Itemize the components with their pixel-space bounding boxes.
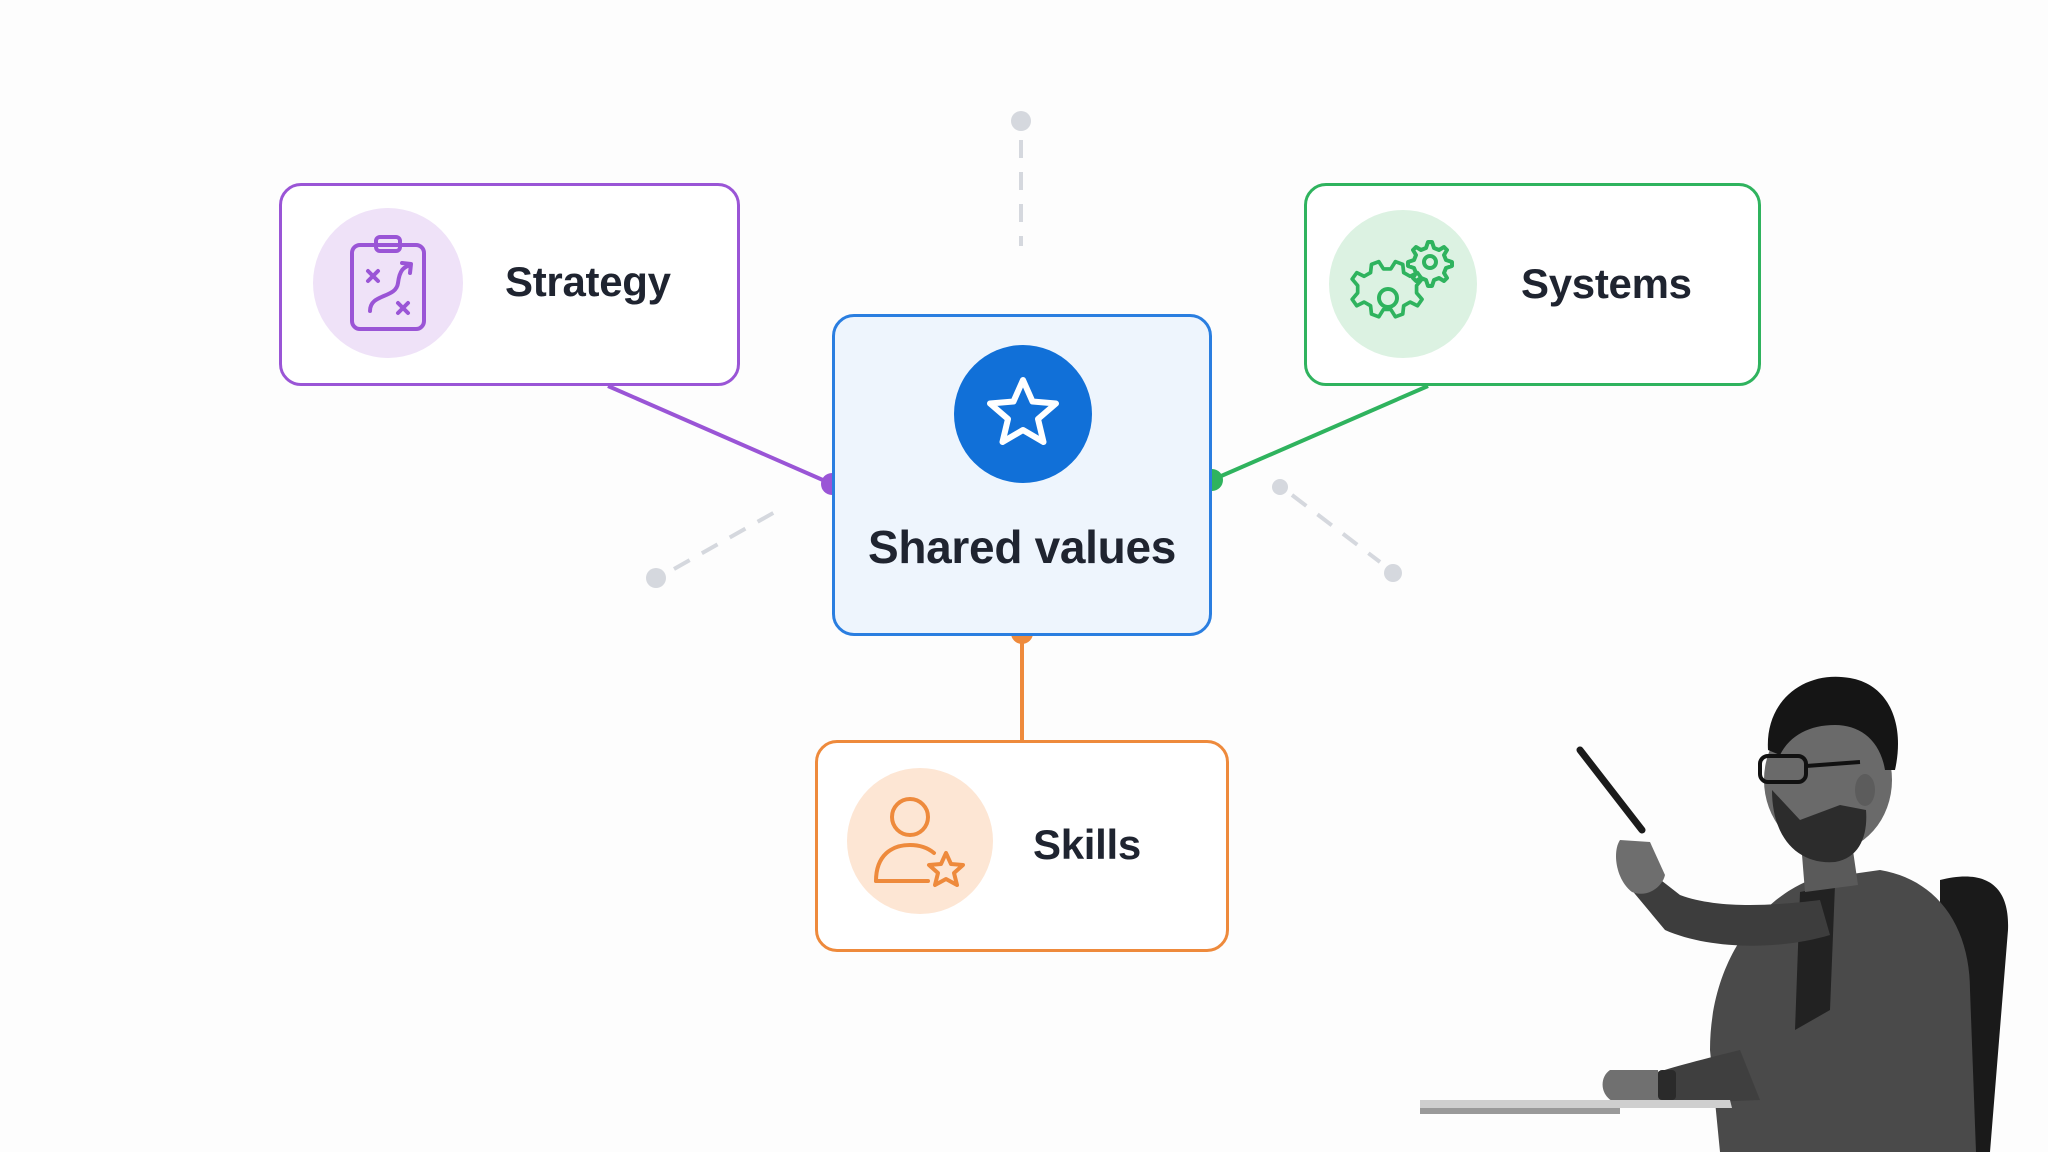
node-systems-label: Systems	[1521, 260, 1692, 307]
node-systems: Systems	[1304, 183, 1761, 386]
node-skills-label: Skills	[1033, 821, 1141, 868]
presenter-image	[1420, 676, 2009, 1152]
placeholder-dot-right-start	[1272, 479, 1288, 495]
gears-icon	[1350, 240, 1454, 319]
placeholder-connector-right	[1290, 493, 1382, 564]
shared-values-icon-badge	[954, 345, 1092, 483]
placeholder-dot-top	[1011, 111, 1031, 131]
strategy-clipboard-icon	[350, 235, 426, 331]
connector-strategy	[607, 384, 833, 486]
node-skills: Skills	[815, 740, 1229, 952]
placeholder-dot-left	[646, 568, 666, 588]
node-shared-values-label: Shared values	[867, 521, 1177, 573]
skills-icon-badge	[847, 768, 993, 914]
star-icon	[987, 377, 1059, 445]
placeholder-connector-left	[673, 506, 783, 571]
node-strategy-label: Strategy	[505, 258, 671, 305]
systems-icon-badge	[1329, 210, 1477, 358]
node-shared-values: Shared values	[832, 314, 1212, 636]
node-strategy: Strategy	[279, 183, 740, 386]
strategy-icon-badge	[313, 208, 463, 358]
connector-systems	[1211, 384, 1429, 482]
person-star-icon	[874, 797, 965, 887]
placeholder-dot-right	[1384, 564, 1402, 582]
